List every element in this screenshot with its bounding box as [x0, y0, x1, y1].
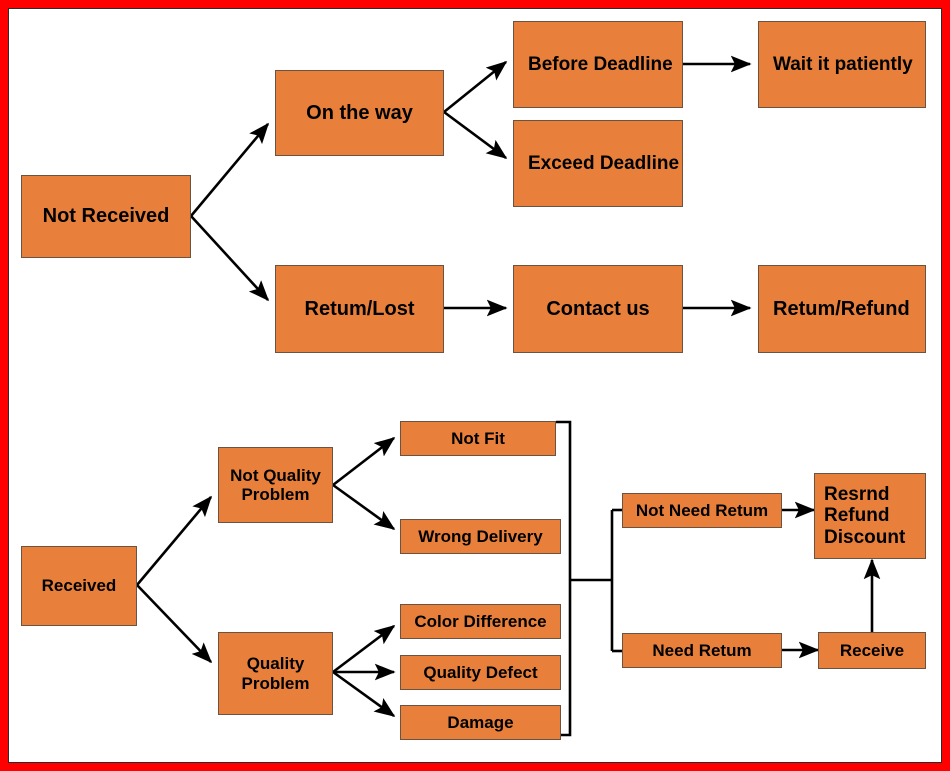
node-receive[interactable]: Receive — [818, 632, 926, 669]
node-exceed-deadline[interactable]: Exceed Deadline — [513, 120, 683, 207]
edge-notqualityproblem-notfit — [332, 436, 396, 487]
node-label: Resrnd Refund Discount — [824, 484, 906, 548]
node-label: On the way — [306, 101, 413, 124]
node-on-the-way[interactable]: On the way — [275, 70, 444, 156]
edge-received-qualityproblem — [136, 584, 213, 664]
node-label: Exceed Deadline — [528, 152, 680, 174]
node-before-deadline[interactable]: Before Deadline — [513, 21, 683, 108]
node-contact-us[interactable]: Contact us — [513, 265, 683, 353]
node-damage[interactable]: Damage — [400, 705, 561, 740]
node-color-difference[interactable]: Color Difference — [400, 604, 561, 639]
edge-merge-bracket — [556, 420, 572, 737]
node-resend-refund-discount[interactable]: Resrnd Refund Discount — [814, 473, 926, 559]
edge-notreceived-returnlost — [190, 215, 270, 302]
node-wrong-delivery[interactable]: Wrong Delivery — [400, 519, 561, 554]
node-not-need-return[interactable]: Not Need Retum — [622, 493, 782, 528]
node-label: Wrong Delivery — [418, 526, 543, 546]
edge-qualityproblem-damage — [332, 670, 396, 718]
node-return-refund[interactable]: Retum/Refund — [758, 265, 926, 353]
node-label: Not Quality Problem — [230, 465, 321, 504]
node-label: Wait it patiently — [773, 53, 913, 75]
node-label: Not Fit — [451, 428, 505, 448]
node-label: Color Difference — [414, 611, 547, 631]
node-quality-defect[interactable]: Quality Defect — [400, 655, 561, 690]
node-wait-it-patiently[interactable]: Wait it patiently — [758, 21, 926, 108]
edge-ontheway-beforedeadline — [443, 60, 508, 114]
node-label: Contact us — [546, 297, 650, 320]
node-not-fit[interactable]: Not Fit — [400, 421, 556, 456]
node-not-received[interactable]: Not Received — [21, 175, 191, 258]
node-label: Retum/Refund — [773, 297, 910, 320]
node-quality-problem[interactable]: Quality Problem — [218, 632, 333, 715]
edge-notqualityproblem-wrongdelivery — [332, 483, 396, 531]
node-label: Retum/Lost — [304, 297, 415, 320]
node-label: Quality Problem — [241, 654, 310, 693]
edge-notreceived-ontheway — [190, 122, 270, 217]
edge-ontheway-exceeddeadline — [443, 110, 508, 160]
node-label: Before Deadline — [528, 53, 673, 75]
node-label: Not Need Retum — [635, 500, 769, 520]
node-label: Need Retum — [652, 640, 752, 660]
node-label: Damage — [447, 712, 514, 732]
node-need-return[interactable]: Need Retum — [622, 633, 782, 668]
node-not-quality-problem[interactable]: Not Quality Problem — [218, 447, 333, 523]
edge-qualityproblem-colordifference — [332, 624, 396, 674]
node-label: Not Received — [42, 205, 170, 228]
edge-received-notqualityproblem — [136, 495, 213, 586]
node-return-lost[interactable]: Retum/Lost — [275, 265, 444, 353]
node-label: Quality Defect — [423, 662, 538, 682]
node-label: Received — [41, 576, 117, 596]
node-received[interactable]: Received — [21, 546, 137, 626]
node-label: Receive — [839, 640, 905, 660]
